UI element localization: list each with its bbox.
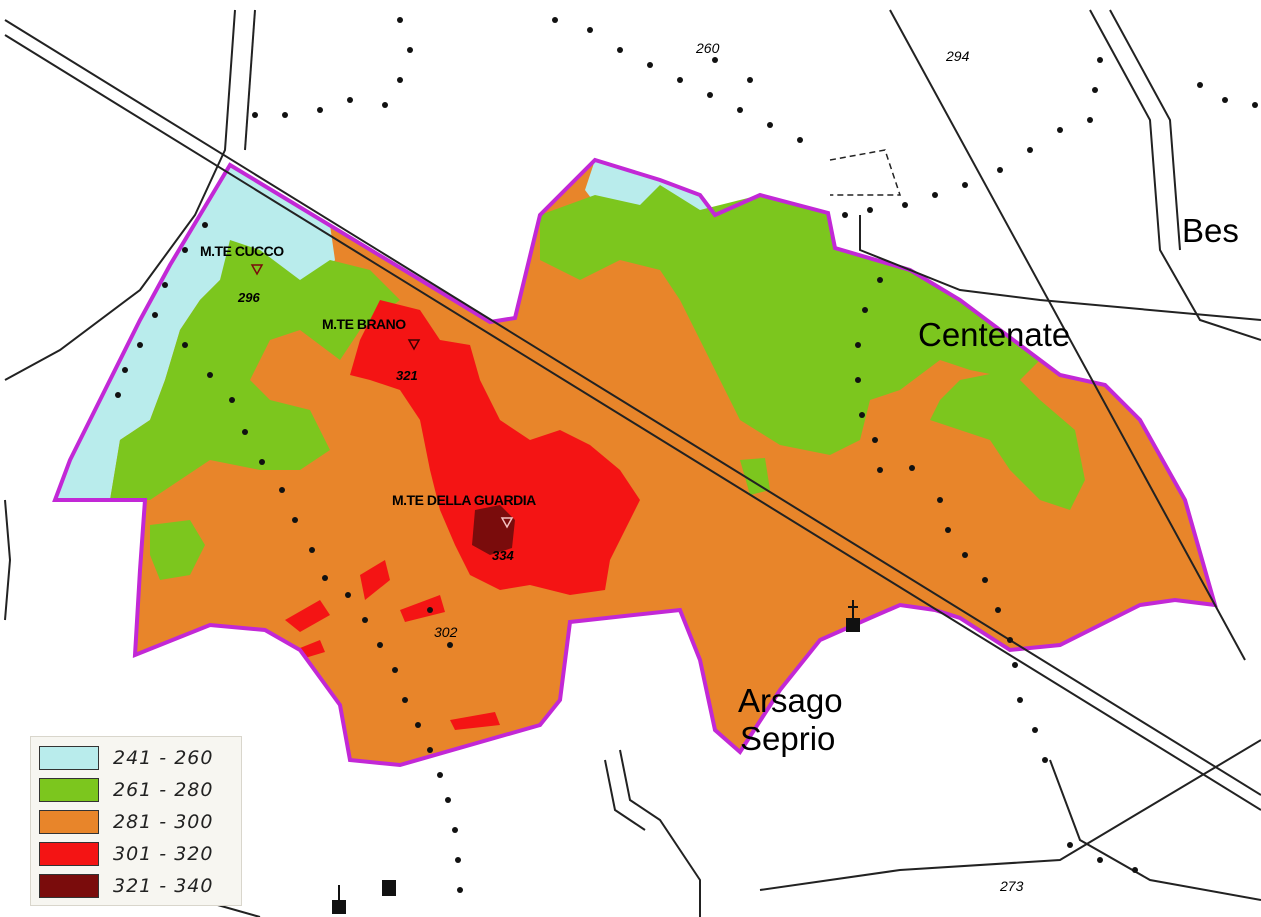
zone-261-280-east bbox=[540, 185, 1040, 455]
zone-301-320-patch-d bbox=[450, 712, 500, 730]
church-arsago-icon bbox=[846, 618, 860, 632]
peak-brano-marker-icon bbox=[407, 339, 421, 351]
zone-301-320-patch-e bbox=[300, 640, 325, 658]
legend-item: 301 - 320 bbox=[39, 841, 237, 867]
zone-301-320-patch-a bbox=[360, 560, 390, 600]
town-arsago-label: Arsago bbox=[738, 682, 843, 719]
peak-brano-elevation: 321 bbox=[396, 368, 418, 383]
road-south-2 bbox=[604, 759, 646, 831]
road-south-1 bbox=[619, 749, 701, 917]
road-ne-2 bbox=[1109, 9, 1181, 251]
legend-swatch bbox=[39, 842, 99, 866]
road-far-west bbox=[4, 499, 12, 621]
study-area-boundary bbox=[52, 157, 1218, 768]
legend-item: 261 - 280 bbox=[39, 777, 237, 803]
map-symbols bbox=[250, 264, 860, 914]
peak-guardia-marker-icon bbox=[500, 517, 514, 529]
zone-261-280-west bbox=[110, 240, 400, 500]
legend-swatch bbox=[39, 778, 99, 802]
legend-swatch bbox=[39, 746, 99, 770]
peak-guardia-label: M.TE DELLA GUARDIA bbox=[392, 492, 536, 508]
zone-301-320-patch-c bbox=[400, 595, 445, 622]
town-centenate-label: Centenate bbox=[918, 316, 1071, 353]
legend-label: 261 - 280 bbox=[113, 779, 214, 801]
spot-height-294: 294 bbox=[946, 48, 970, 64]
legend-item: 321 - 340 bbox=[39, 873, 237, 899]
peak-cucco-marker-icon bbox=[250, 264, 264, 276]
road-ne-1 bbox=[1089, 9, 1261, 341]
spot-height-273: 273 bbox=[1000, 878, 1024, 894]
peak-cucco-label: M.TE CUCCO bbox=[200, 243, 284, 259]
town-seprio-label: Seprio bbox=[740, 720, 836, 757]
legend-item: 241 - 260 bbox=[39, 745, 237, 771]
town-besnate-label: Bes bbox=[1182, 212, 1239, 249]
spot-height-302: 302 bbox=[434, 624, 458, 640]
peak-brano-label: M.TE BRANO bbox=[322, 316, 406, 332]
zone-261-280-patch bbox=[150, 520, 205, 580]
zone-261-280-east-patch bbox=[740, 458, 770, 495]
cemetery-icon bbox=[332, 900, 346, 914]
legend-item: 281 - 300 bbox=[39, 809, 237, 835]
zone-301-320 bbox=[350, 300, 640, 595]
legend-label: 241 - 260 bbox=[113, 747, 214, 769]
admin-boundary-dots bbox=[115, 17, 1258, 893]
zone-301-320-patch-b bbox=[285, 600, 330, 632]
peak-cucco-elevation: 296 bbox=[238, 290, 260, 305]
elevation-zones bbox=[55, 160, 1215, 765]
legend-swatch bbox=[39, 874, 99, 898]
road-west-top-2 bbox=[244, 9, 256, 151]
road-south-east bbox=[1049, 759, 1261, 901]
zone-261-280-east-lobe bbox=[930, 370, 1085, 510]
spot-height-260: 260 bbox=[696, 40, 720, 56]
legend-label: 321 - 340 bbox=[113, 875, 214, 897]
highway-diagonal-inner bbox=[4, 34, 1261, 811]
legend-label: 281 - 300 bbox=[113, 811, 214, 833]
road-south-east-2 bbox=[759, 739, 1261, 891]
zone-241-260-west bbox=[55, 165, 335, 500]
road-west-top bbox=[4, 9, 236, 381]
church-south-icon bbox=[382, 880, 396, 896]
elevation-legend: 241 - 260 261 - 280 281 - 300 301 - 320 … bbox=[30, 736, 242, 906]
peak-guardia-elevation: 334 bbox=[492, 548, 514, 563]
railway-ne bbox=[889, 9, 1246, 661]
road-centenate bbox=[859, 215, 1261, 321]
road-network bbox=[4, 9, 1261, 917]
highway-diagonal bbox=[4, 19, 1261, 796]
legend-label: 301 - 320 bbox=[113, 843, 214, 865]
legend-swatch bbox=[39, 810, 99, 834]
